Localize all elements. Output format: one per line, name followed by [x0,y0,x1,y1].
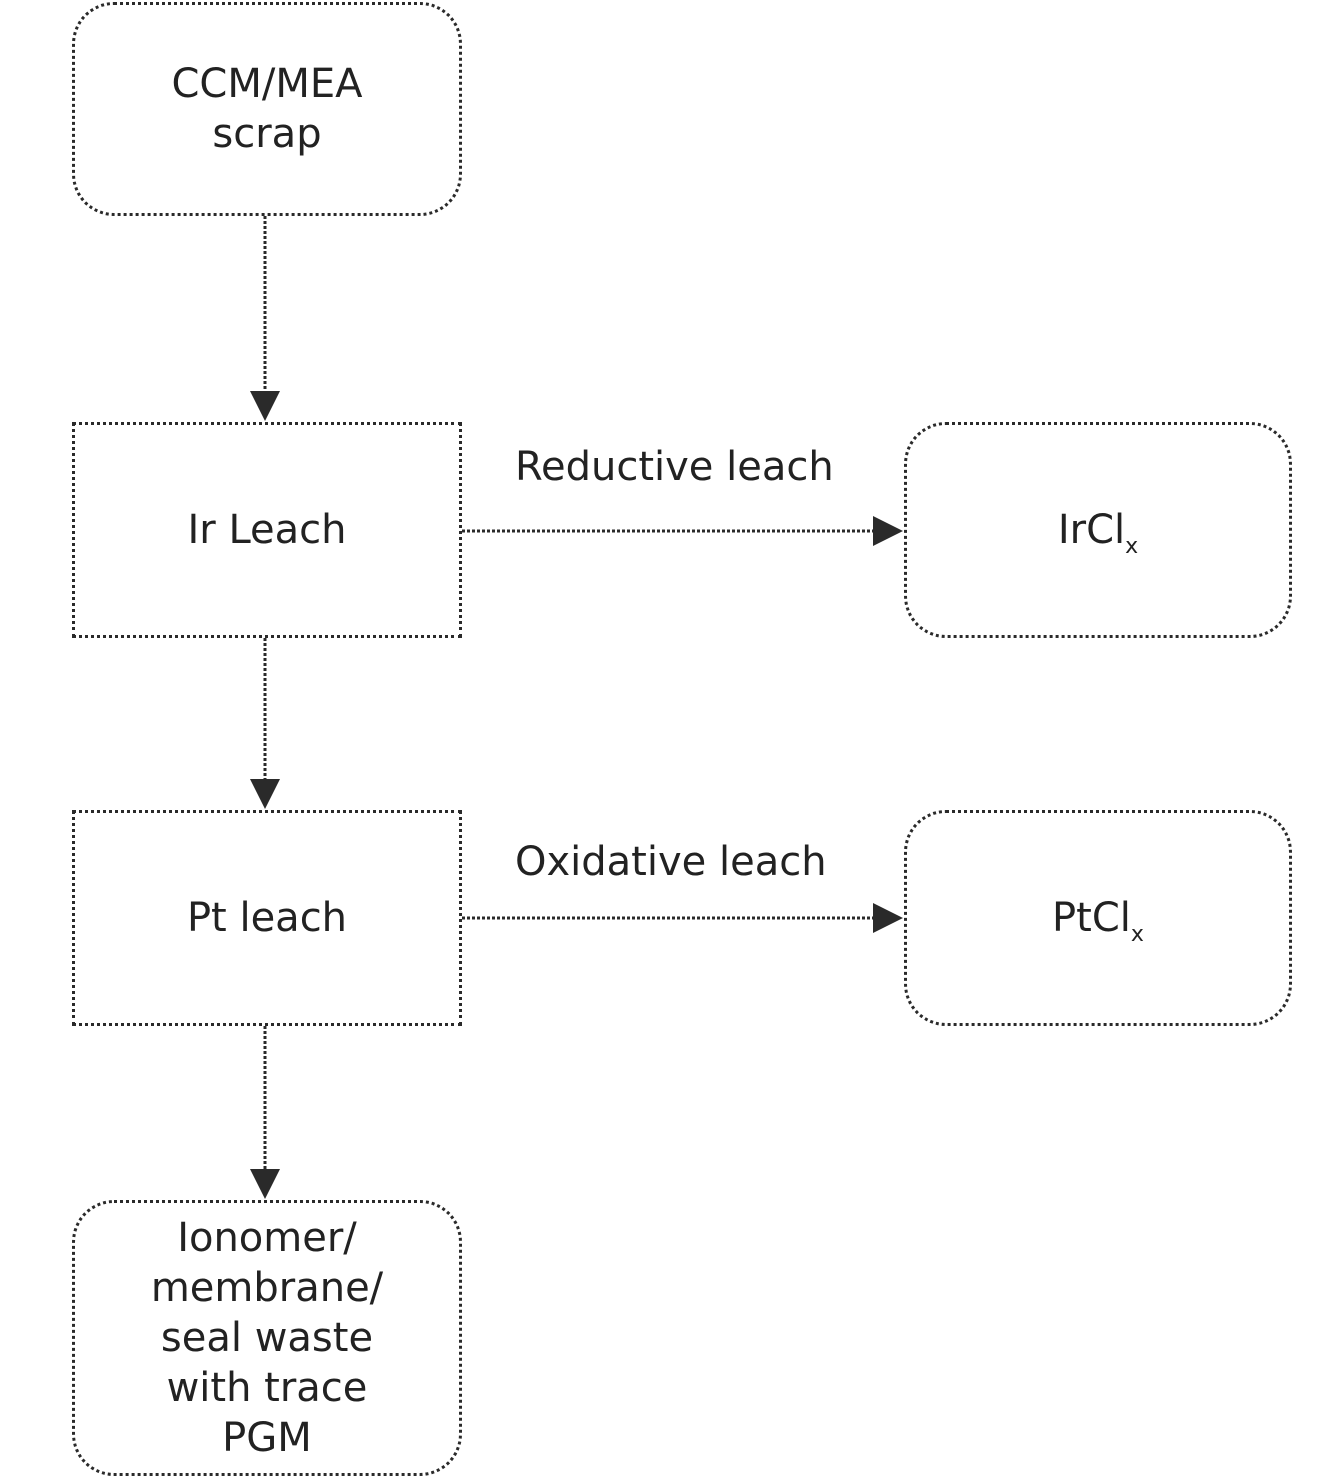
node-irclx: IrClx [904,422,1292,638]
node-ionomer-waste-label: Ionomer/ membrane/ seal waste with trace… [151,1213,383,1463]
node-ccm-mea-scrap-label: CCM/MEA scrap [172,59,363,159]
node-pt-leach: Pt leach [72,810,462,1026]
node-irclx-label: IrClx [1058,505,1138,555]
node-pt-leach-label: Pt leach [187,893,347,943]
node-ptclx-subscript: x [1131,922,1144,947]
node-ptclx-base: PtCl [1052,895,1131,941]
node-irclx-base: IrCl [1058,507,1125,553]
node-irclx-subscript: x [1125,534,1138,559]
node-ir-leach-label: Ir Leach [187,505,346,555]
node-ccm-mea-scrap: CCM/MEA scrap [72,2,462,216]
node-ir-leach: Ir Leach [72,422,462,638]
edge-label-reductive-leach: Reductive leach [515,444,834,490]
node-ptclx: PtClx [904,810,1292,1026]
node-ionomer-waste: Ionomer/ membrane/ seal waste with trace… [72,1200,462,1476]
edge-label-oxidative-leach: Oxidative leach [515,839,827,885]
node-ptclx-label: PtClx [1052,893,1144,943]
